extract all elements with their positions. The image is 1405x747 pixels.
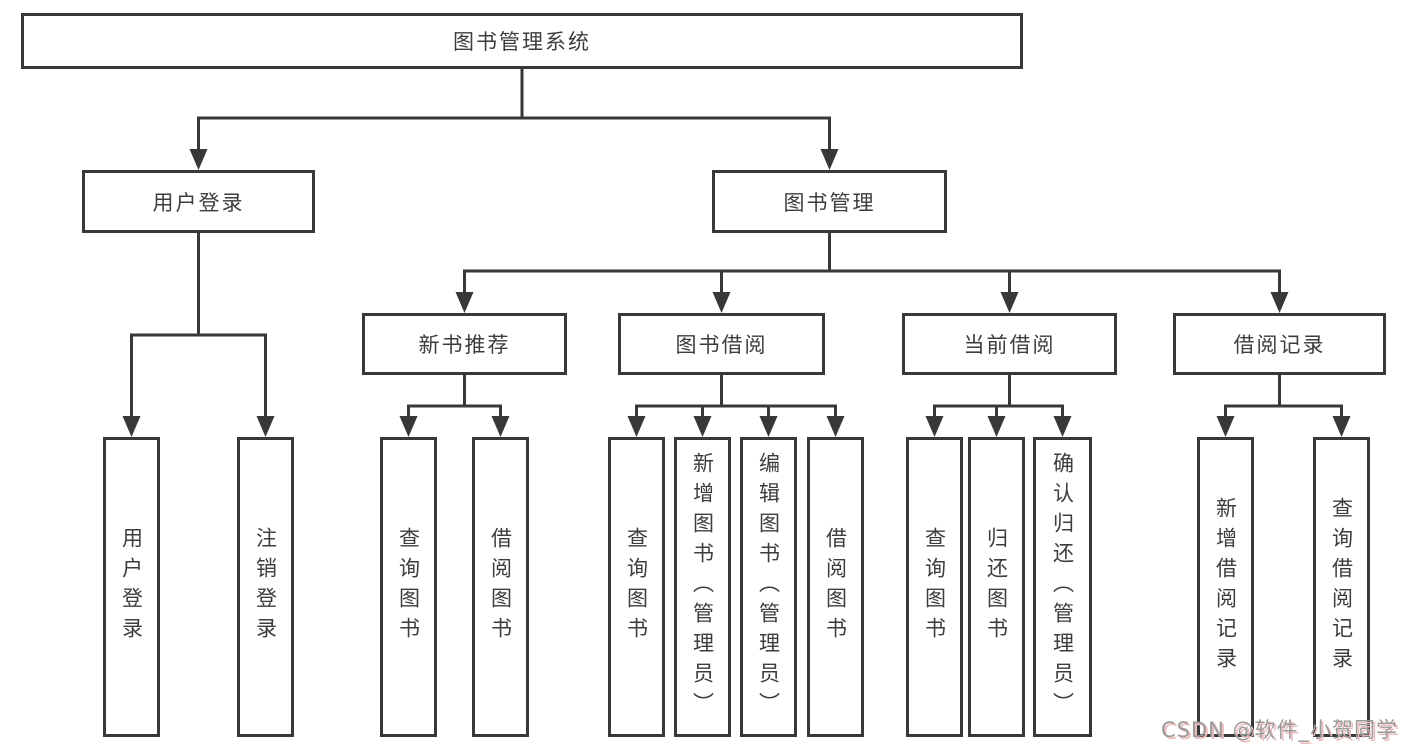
node-borrow-records: 借阅记录 bbox=[1173, 313, 1386, 375]
node-current-borrow: 当前借阅 bbox=[902, 313, 1117, 375]
leaf-record-query-borrow-record: 查询借阅记录 bbox=[1313, 437, 1370, 737]
leaf-current-query-books: 查询图书 bbox=[906, 437, 963, 737]
node-book-borrow: 图书借阅 bbox=[618, 313, 825, 375]
connector-currentborrow-to-leaves bbox=[925, 375, 1072, 437]
leaf-borrow-query-books: 查询图书 bbox=[608, 437, 665, 737]
node-new-book-recommend: 新书推荐 bbox=[362, 313, 567, 375]
connector-newbook-to-leaves bbox=[399, 375, 510, 437]
leaf-logout: 注销登录 bbox=[237, 437, 294, 737]
connector-userlogin-to-leaves bbox=[122, 233, 275, 437]
leaf-borrow-edit-books-admin: 编辑图书（管理员） bbox=[740, 437, 797, 737]
leaf-user-login: 用户登录 bbox=[103, 437, 160, 737]
leaf-borrow-borrow-books: 借阅图书 bbox=[807, 437, 864, 737]
node-book-management: 图书管理 bbox=[712, 170, 947, 233]
leaf-borrow-add-books-admin: 新增图书（管理员） bbox=[674, 437, 731, 737]
csdn-watermark: CSDN @软件_小贺同学 bbox=[1160, 718, 1398, 742]
leaf-current-return-books: 归还图书 bbox=[968, 437, 1025, 737]
leaf-current-confirm-return-admin: 确认归还（管理员） bbox=[1033, 437, 1092, 737]
node-root-library-system: 图书管理系统 bbox=[21, 13, 1023, 69]
connector-bookborrow-to-leaves bbox=[627, 375, 845, 437]
node-user-login: 用户登录 bbox=[82, 170, 315, 233]
connector-bookmgmt-to-level3 bbox=[455, 233, 1289, 313]
leaf-record-add-borrow-record: 新增借阅记录 bbox=[1197, 437, 1254, 737]
leaf-newbook-query-books: 查询图书 bbox=[380, 437, 437, 737]
connector-borrowrecord-to-leaves bbox=[1216, 375, 1351, 437]
connector-root-to-level2 bbox=[189, 69, 839, 170]
leaf-newbook-borrow-books: 借阅图书 bbox=[472, 437, 529, 737]
